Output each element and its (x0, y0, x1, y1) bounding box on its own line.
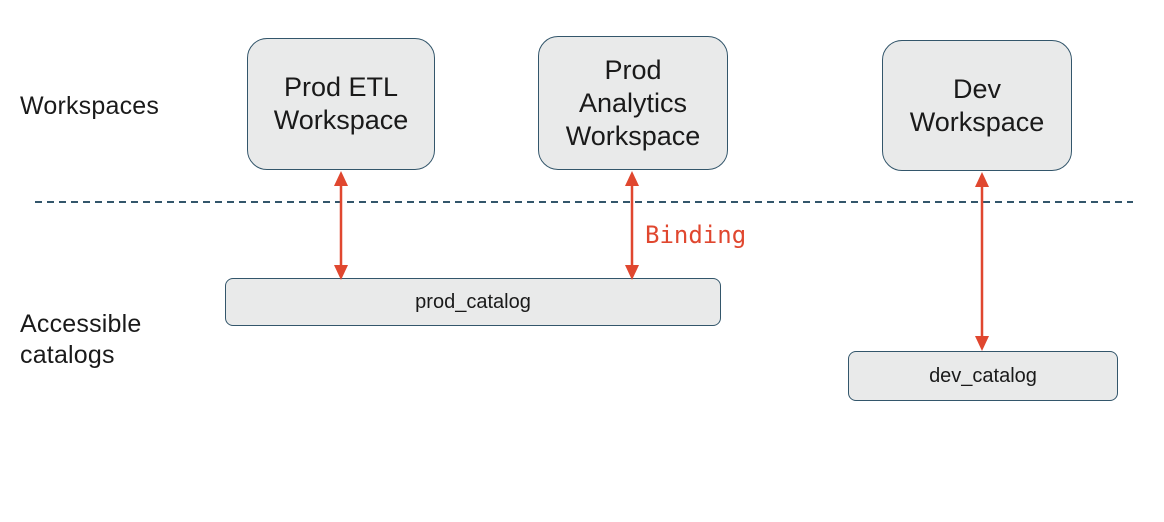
binding-annotation: Binding (645, 221, 747, 249)
prod-etl-workspace-label: Prod ETL Workspace (273, 72, 409, 135)
dev-catalog-node: dev_catalog (848, 351, 1118, 401)
prod-catalog-label: prod_catalog (415, 290, 531, 313)
dev-workspace-node: Dev Workspace (882, 40, 1072, 171)
prod-catalog-node: prod_catalog (225, 278, 721, 326)
dev-binding-arrow (975, 172, 989, 351)
prod-analytics-binding-arrow (625, 171, 639, 280)
prod-analytics-workspace-node: Prod Analytics Workspace (538, 36, 728, 170)
workspaces-row-label: Workspaces (20, 92, 160, 120)
prod-etl-workspace-node: Prod ETL Workspace (247, 38, 435, 170)
prod-analytics-workspace-label: Prod Analytics Workspace (565, 54, 701, 151)
dev-catalog-label: dev_catalog (929, 364, 1037, 387)
prod-etl-binding-arrow (334, 171, 348, 280)
dev-workspace-label: Dev Workspace (909, 73, 1045, 137)
accessible-catalogs-row-label: Accessible catalogs (20, 310, 142, 369)
